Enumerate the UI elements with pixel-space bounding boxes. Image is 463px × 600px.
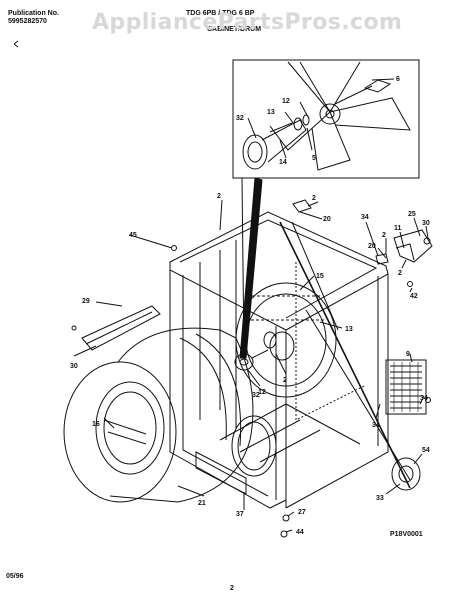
callout-42: 42 xyxy=(410,293,418,300)
callout-34-top: 34 xyxy=(361,214,369,221)
watermark: AppliancePartsPros.com xyxy=(92,10,403,35)
callout-6: 6 xyxy=(396,76,400,83)
model-number: TDG 6PB / TDG 6 BP xyxy=(186,10,255,17)
page-number: 2 xyxy=(230,585,234,592)
callout-12-inset: 12 xyxy=(282,98,290,105)
callout-2-top: 2 xyxy=(217,193,221,200)
callout-13-inset: 13 xyxy=(267,109,275,116)
callout-31: 30 xyxy=(422,220,430,227)
callout-12: 12 xyxy=(258,389,266,396)
publication-number: 5995282570 xyxy=(8,18,47,25)
callout-13: 13 xyxy=(345,326,353,333)
callout-44: 44 xyxy=(296,529,304,536)
callout-20-top: 20 xyxy=(323,216,331,223)
callout-30: 30 xyxy=(70,363,78,370)
callout-25: 25 xyxy=(408,211,416,218)
callout-2-motor: 2 xyxy=(382,232,386,239)
inset-frame xyxy=(232,59,420,179)
callout-37: 37 xyxy=(236,511,244,518)
callout-21: 21 xyxy=(198,500,206,507)
callout-2-pulley: 2 xyxy=(283,377,287,384)
callout-34-floor: 34 xyxy=(372,422,380,429)
callout-32-inset: 32 xyxy=(236,115,244,122)
callout-34-filter: 34 xyxy=(420,395,428,402)
footer-date: 05/96 xyxy=(6,573,24,580)
callout-16: 16 xyxy=(92,421,100,428)
figure-code: P18V0001 xyxy=(390,531,423,538)
callout-29: 29 xyxy=(82,298,90,305)
callout-32: 32 xyxy=(252,392,260,399)
callout-5: 5 xyxy=(312,155,316,162)
callout-11: 11 xyxy=(394,225,402,232)
section-title: CABINET/DRUM xyxy=(207,26,262,33)
publication-label: Publication No. xyxy=(8,10,59,17)
callout-33: 33 xyxy=(376,495,384,502)
callout-2-screw: 2 xyxy=(312,195,316,202)
callout-54: 54 xyxy=(422,447,430,454)
callout-9: 9 xyxy=(406,351,410,358)
callout-14: 14 xyxy=(279,159,287,166)
callout-27: 27 xyxy=(298,509,306,516)
callout-2-lower-motor: 2 xyxy=(398,270,402,277)
callout-20-motor: 20 xyxy=(368,243,376,250)
callout-45: 45 xyxy=(129,232,137,239)
callout-15: 15 xyxy=(316,273,324,280)
